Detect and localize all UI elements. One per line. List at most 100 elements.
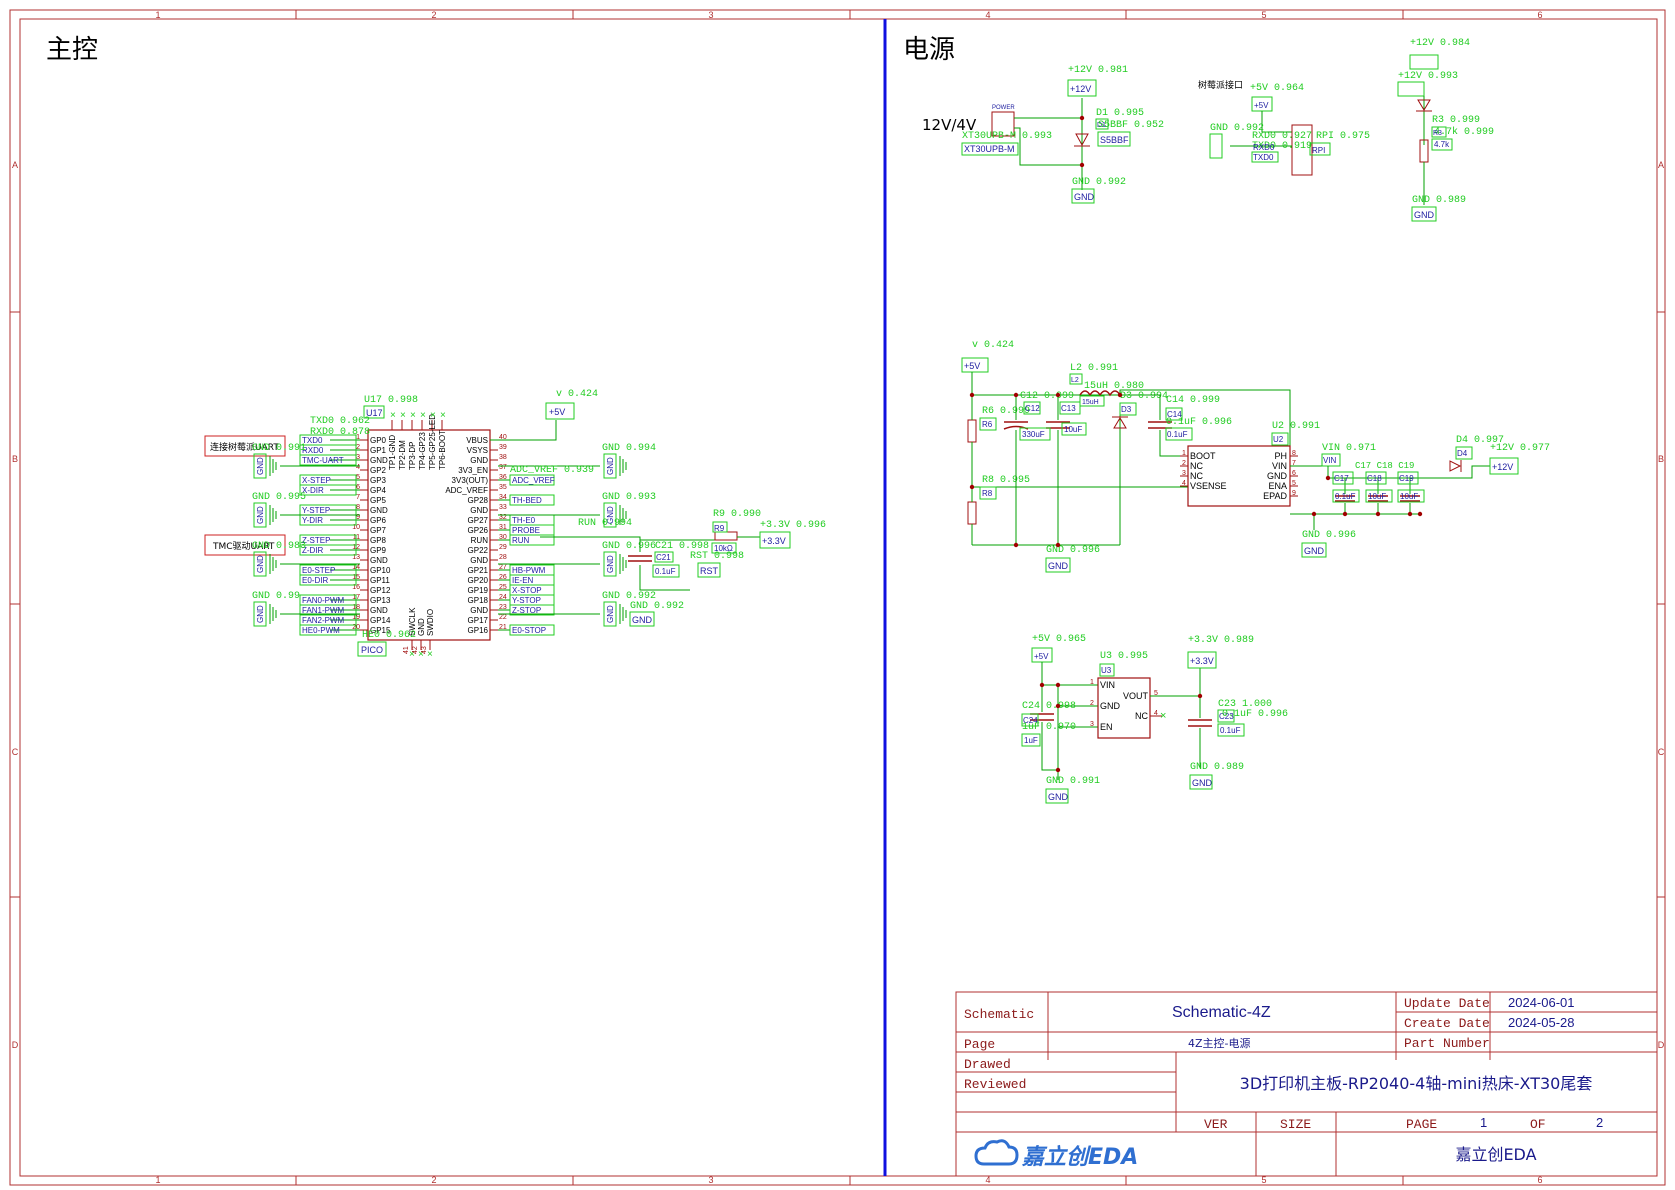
r6-resistor[interactable] [967, 419, 977, 443]
zone-col-1: 1 [155, 10, 160, 20]
pico-left-pin-num: 13 [352, 554, 360, 561]
pico-right-net-label[interactable]: Z-STOP [512, 606, 541, 615]
pico-left-net-label[interactable]: X-DIR [302, 486, 324, 495]
l2-inductor[interactable] [1079, 390, 1121, 397]
pico-right-net-label[interactable]: RUN [512, 536, 530, 545]
pico-left-net-label[interactable]: X-STEP [302, 476, 331, 485]
tb-page-value: 4Z主控-电源 [1188, 1036, 1251, 1050]
pico-left-net-label[interactable]: FAN0-PWM [302, 596, 345, 605]
pico-right-pin-name: GND [470, 456, 488, 465]
pico-left-net-label[interactable]: Z-STEP [302, 536, 330, 545]
pico-left-pin-name: GP1 [370, 446, 387, 455]
pico-left-net-label[interactable]: HE0-PWM [302, 626, 340, 635]
junction-dot [1311, 511, 1317, 517]
pico-left-net-label[interactable]: FAN1-PWM [302, 606, 345, 615]
d1-ref: D1 [1097, 122, 1106, 129]
pico-right-net-label[interactable]: PROBE [512, 526, 540, 535]
r9-resistor[interactable] [714, 531, 738, 541]
pico-right-pin-name: GP28 [468, 496, 489, 505]
pico-right-pin-name: GP18 [468, 596, 489, 605]
pico-left-net-label[interactable]: E0-STEP [302, 566, 335, 575]
pico-left-net-label[interactable]: Y-DIR [302, 516, 323, 525]
pico-bottom-pin-num: 41 [403, 646, 410, 654]
pico-left-net-label[interactable]: E0-DIR [302, 576, 328, 585]
uart-tmc-label-group: TMC驱动UART [204, 534, 286, 556]
pico-left-net-label[interactable]: RXD0 [302, 446, 324, 455]
d3-ref: D3 [1121, 405, 1132, 414]
pico-right-net-label[interactable]: E0-STOP [512, 626, 546, 635]
main-v5-label: v 0.424 [556, 389, 598, 400]
pico-left-net-label[interactable]: Z-DIR [302, 546, 324, 555]
pico-left-pin-num: 6 [356, 484, 360, 491]
l2-label: L2 0.991 [1070, 363, 1118, 374]
c24-value: 1uF [1024, 736, 1038, 745]
pico-right-net-label[interactable]: IE-EN [512, 576, 534, 585]
gnd-label: GND 0.992 [602, 591, 656, 602]
d4-diode[interactable] [1449, 460, 1462, 472]
rpi-label: RPI 0.975 [1316, 131, 1370, 142]
junction-dot [1197, 693, 1203, 699]
tb-update-value: 2024-06-01 [1508, 995, 1575, 1010]
pico-body[interactable] [367, 429, 491, 641]
led-diode[interactable] [1417, 99, 1431, 111]
zone-col-2-bottom: 2 [431, 1175, 436, 1185]
gnd-ref: GND [256, 506, 265, 524]
xt30-connector[interactable] [991, 111, 1015, 137]
r8-resistor[interactable] [967, 501, 977, 525]
junction-dot [1055, 392, 1061, 398]
pico-left-pins: GP01GP12GND3GP24GP35GP46GP57GND8GP69GP71… [352, 434, 391, 635]
pico-left-pin-name: GP7 [370, 526, 387, 535]
pico-left-net-label[interactable]: Y-STEP [302, 506, 330, 515]
d3-diode[interactable] [1113, 417, 1127, 429]
pico-right-net-label[interactable]: HB-PWM [512, 566, 546, 575]
d1-diode[interactable] [1075, 133, 1089, 147]
gnd-label: GND 0.99 [252, 591, 300, 602]
pico-right-net-label[interactable]: Y-STOP [512, 596, 541, 605]
vin-ref: VIN [1323, 456, 1337, 465]
u3-right-pin-num: 4 [1154, 710, 1158, 717]
pico-left-pin-name: GP8 [370, 536, 387, 545]
pico-left-pin-name: GP11 [370, 576, 390, 585]
pico-left-net-label[interactable]: FAN2-PWM [302, 616, 345, 625]
r9-value: 10kΩ [714, 544, 733, 553]
rpi-5v-label: +5V 0.964 [1250, 83, 1304, 94]
zone-row-d: D [12, 1040, 19, 1050]
cap-val-box [1365, 489, 1393, 503]
pico-left-net-label[interactable]: TMC-UART [302, 456, 344, 465]
pico-left-pin-num: 1 [356, 434, 360, 441]
pico-left-pin-name: GP14 [370, 616, 391, 625]
pico-right-net-label[interactable]: TH-E0 [512, 516, 536, 525]
rst-net: RST [700, 566, 719, 576]
pico-right-pin-num: 25 [499, 584, 507, 591]
r8-label: R8 0.995 [982, 475, 1030, 486]
buck-cap-row-label: C17 C18 C19 [1355, 461, 1414, 471]
r3-val-label: 4.7k 0.999 [1434, 126, 1494, 138]
ldo-gnd-ref-1: GND [1048, 792, 1069, 802]
pico-bottom-pin-num: 42 [412, 646, 419, 654]
pico-left-pin-num: 8 [356, 504, 360, 511]
u2-left-pin-name: BOOT [1190, 451, 1216, 461]
tb-create-value: 2024-05-28 [1508, 1015, 1575, 1030]
led-indicator: +12V 0.984 +12V 0.993 R3 0.999 4.7k 0.99… [1397, 38, 1494, 222]
pico-right-pin-name: 3V3(OUT) [452, 476, 489, 485]
pico-right-pin-name: GP27 [468, 516, 489, 525]
r9-ref: R9 [714, 524, 725, 533]
rpi-header[interactable] [1291, 124, 1313, 176]
gnd-box [603, 453, 617, 479]
s5bbf-label: S5BBF 0.952 [1098, 120, 1164, 131]
pico-right-net-label[interactable]: X-STOP [512, 586, 542, 595]
pico-left-net-label[interactable]: TXD0 [302, 436, 323, 445]
junction-dot [1013, 542, 1019, 548]
d4-ref: D4 [1457, 449, 1468, 458]
gnd-label: GND 0.983 [252, 541, 306, 552]
gnd-ref: GND [606, 555, 615, 573]
u3-ldo[interactable] [1097, 677, 1151, 739]
pico-left-pin-name: GP13 [370, 596, 391, 605]
tb-of-label: OF [1530, 1117, 1546, 1132]
pico-left-pin-name: GP2 [370, 466, 387, 475]
pico-right-net-label[interactable]: TH-BED [512, 496, 542, 505]
junction-dot [1055, 703, 1061, 709]
junction-dot [1325, 475, 1331, 481]
pico-right-pin-name: GP16 [468, 626, 489, 635]
pico-right-net-label[interactable]: ADC_VREF [512, 476, 555, 485]
